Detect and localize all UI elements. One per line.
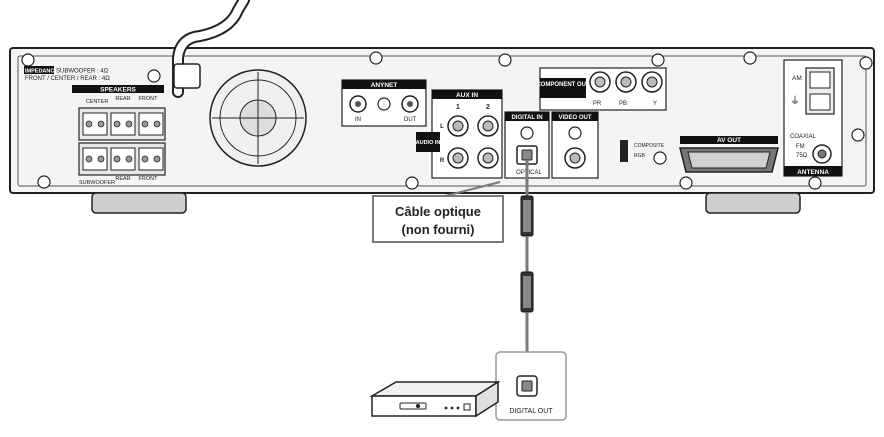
component-out-group: COMPONENT OUT PR PB Y — [536, 67, 667, 111]
power-cord — [172, 0, 250, 98]
impedance-badge-text: IMPEDANCE — [25, 69, 58, 75]
impedance-line-2: FRONT / CENTER / REAR : 4Ω — [25, 76, 110, 82]
cable-callout: Câble optique (non fourni) — [372, 195, 504, 243]
antenna-title: ANTENNA — [797, 169, 829, 176]
digital-out-module: DIGITAL OUT — [495, 351, 567, 421]
aux-num-2: 2 — [486, 104, 490, 111]
antenna-am-label: AM — [792, 75, 802, 82]
speaker-rear-label: REAR — [115, 96, 130, 102]
impedance-line-1: SUBWOOFER : 4Ω — [56, 69, 109, 75]
switch-composite-label: COMPOSITE — [634, 143, 665, 149]
antenna-ground-symbol: ⏚ — [790, 95, 800, 107]
speakers-title: SPEAKERS — [100, 87, 136, 94]
av-out-title: AV OUT — [717, 137, 741, 144]
antenna-group: AM ⏚ COAXIAL FM 75Ω ANTENNA — [783, 59, 843, 177]
audio-in-label: AUDIO IN — [416, 140, 441, 146]
anynet-screw — [377, 97, 391, 111]
antenna-fm-ohm: 75Ω — [796, 153, 808, 159]
aux-in-group: AUX IN 1 2 L R AUDIO IN — [416, 89, 503, 179]
screws — [21, 51, 873, 190]
component-pb-label: PB — [619, 101, 627, 107]
optical-label: OPTICAL — [516, 170, 542, 176]
speaker-rear-label-bottom: REAR — [115, 176, 130, 182]
speaker-front-label-bottom: FRONT — [139, 176, 159, 182]
aux-num-1: 1 — [456, 104, 460, 111]
aux-l-mark: L — [440, 124, 444, 130]
callout-line-2: (non fourni) — [402, 222, 475, 237]
callout-leader — [444, 181, 501, 197]
video-switch[interactable]: COMPOSITE RGB — [620, 140, 665, 162]
digital-out-label: DIGITAL OUT — [509, 408, 553, 415]
optical-cable — [520, 160, 534, 382]
switch-rgb-label: RGB — [634, 153, 646, 159]
video-out-group: VIDEO OUT — [551, 111, 599, 179]
left-foot — [91, 192, 187, 214]
antenna-fm-label: FM — [796, 144, 805, 150]
speaker-subwoofer-label: SUBWOOFER — [79, 180, 115, 186]
video-out-title: VIDEO OUT — [558, 115, 591, 121]
component-y-label: Y — [653, 101, 657, 107]
speaker-sockets — [85, 120, 161, 163]
component-out-title: COMPONENT OUT — [536, 82, 590, 88]
callout-line-1: Câble optique — [395, 204, 481, 219]
source-device — [369, 380, 501, 418]
impedance-badge — [24, 66, 54, 74]
digital-in-title: DIGITAL IN — [511, 115, 542, 121]
speakers-label-bg — [72, 85, 164, 93]
component-pr-label: PR — [593, 101, 602, 107]
anynet-group: ANYNET IN OUT — [341, 79, 427, 127]
anynet-in-label: IN — [355, 117, 361, 123]
aux-in-title: AUX IN — [456, 92, 478, 99]
anynet-title: ANYNET — [371, 82, 398, 89]
antenna-coaxial-label: COAXIAL — [790, 134, 817, 140]
speaker-center-label: CENTER — [86, 99, 109, 105]
anynet-out-label: OUT — [404, 117, 417, 123]
av-out-group: AV OUT — [679, 136, 779, 173]
cooling-fan — [209, 69, 307, 167]
right-foot — [705, 192, 801, 214]
aux-r-mark: R — [440, 158, 445, 164]
speaker-terminals-block: IMPEDANCE SUBWOOFER : 4Ω FRONT / CENTER … — [24, 66, 166, 186]
speaker-front-label: FRONT — [139, 96, 159, 102]
audio-in-badge — [416, 132, 440, 152]
